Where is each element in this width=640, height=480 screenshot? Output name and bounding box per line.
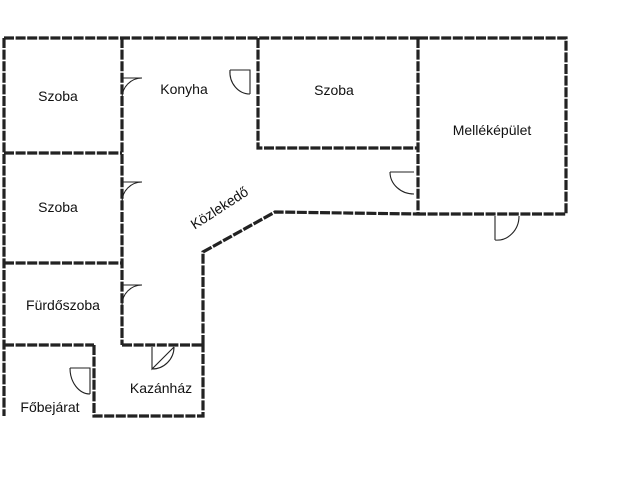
room-labels: Szoba Konyha Szoba Melléképület Szoba Kö… bbox=[20, 81, 531, 415]
door-swing-icon bbox=[494, 215, 520, 241]
room-label-konyha: Konyha bbox=[160, 81, 208, 97]
room-label-kozlekedo: Közlekedő bbox=[187, 183, 251, 232]
room-label-mellekepulet: Melléképület bbox=[453, 122, 532, 138]
wall-annex bbox=[418, 36, 568, 216]
room-label-szoba-3: Szoba bbox=[38, 199, 78, 215]
door-swing-icon bbox=[229, 69, 251, 95]
room-label-szoba-1: Szoba bbox=[38, 88, 78, 104]
wall-szoba-middle bbox=[256, 38, 418, 150]
door-swing-icon bbox=[121, 181, 143, 203]
door-swing-icon bbox=[389, 171, 415, 195]
room-label-fobejarat: Főbejárat bbox=[20, 399, 79, 415]
doors bbox=[69, 69, 520, 395]
outer-wall bbox=[2, 36, 418, 418]
door-swing-icon bbox=[121, 284, 143, 306]
room-label-kazanhaz: Kazánház bbox=[130, 380, 192, 396]
room-label-szoba-2: Szoba bbox=[314, 82, 354, 98]
door-swing-icon bbox=[151, 346, 175, 371]
walls bbox=[2, 36, 568, 418]
room-label-furdoszoba: Fürdőszoba bbox=[26, 297, 100, 313]
door-swing-icon bbox=[69, 367, 91, 395]
wall-kozlekedo-lower bbox=[201, 210, 419, 345]
door-swing-icon bbox=[121, 77, 143, 99]
